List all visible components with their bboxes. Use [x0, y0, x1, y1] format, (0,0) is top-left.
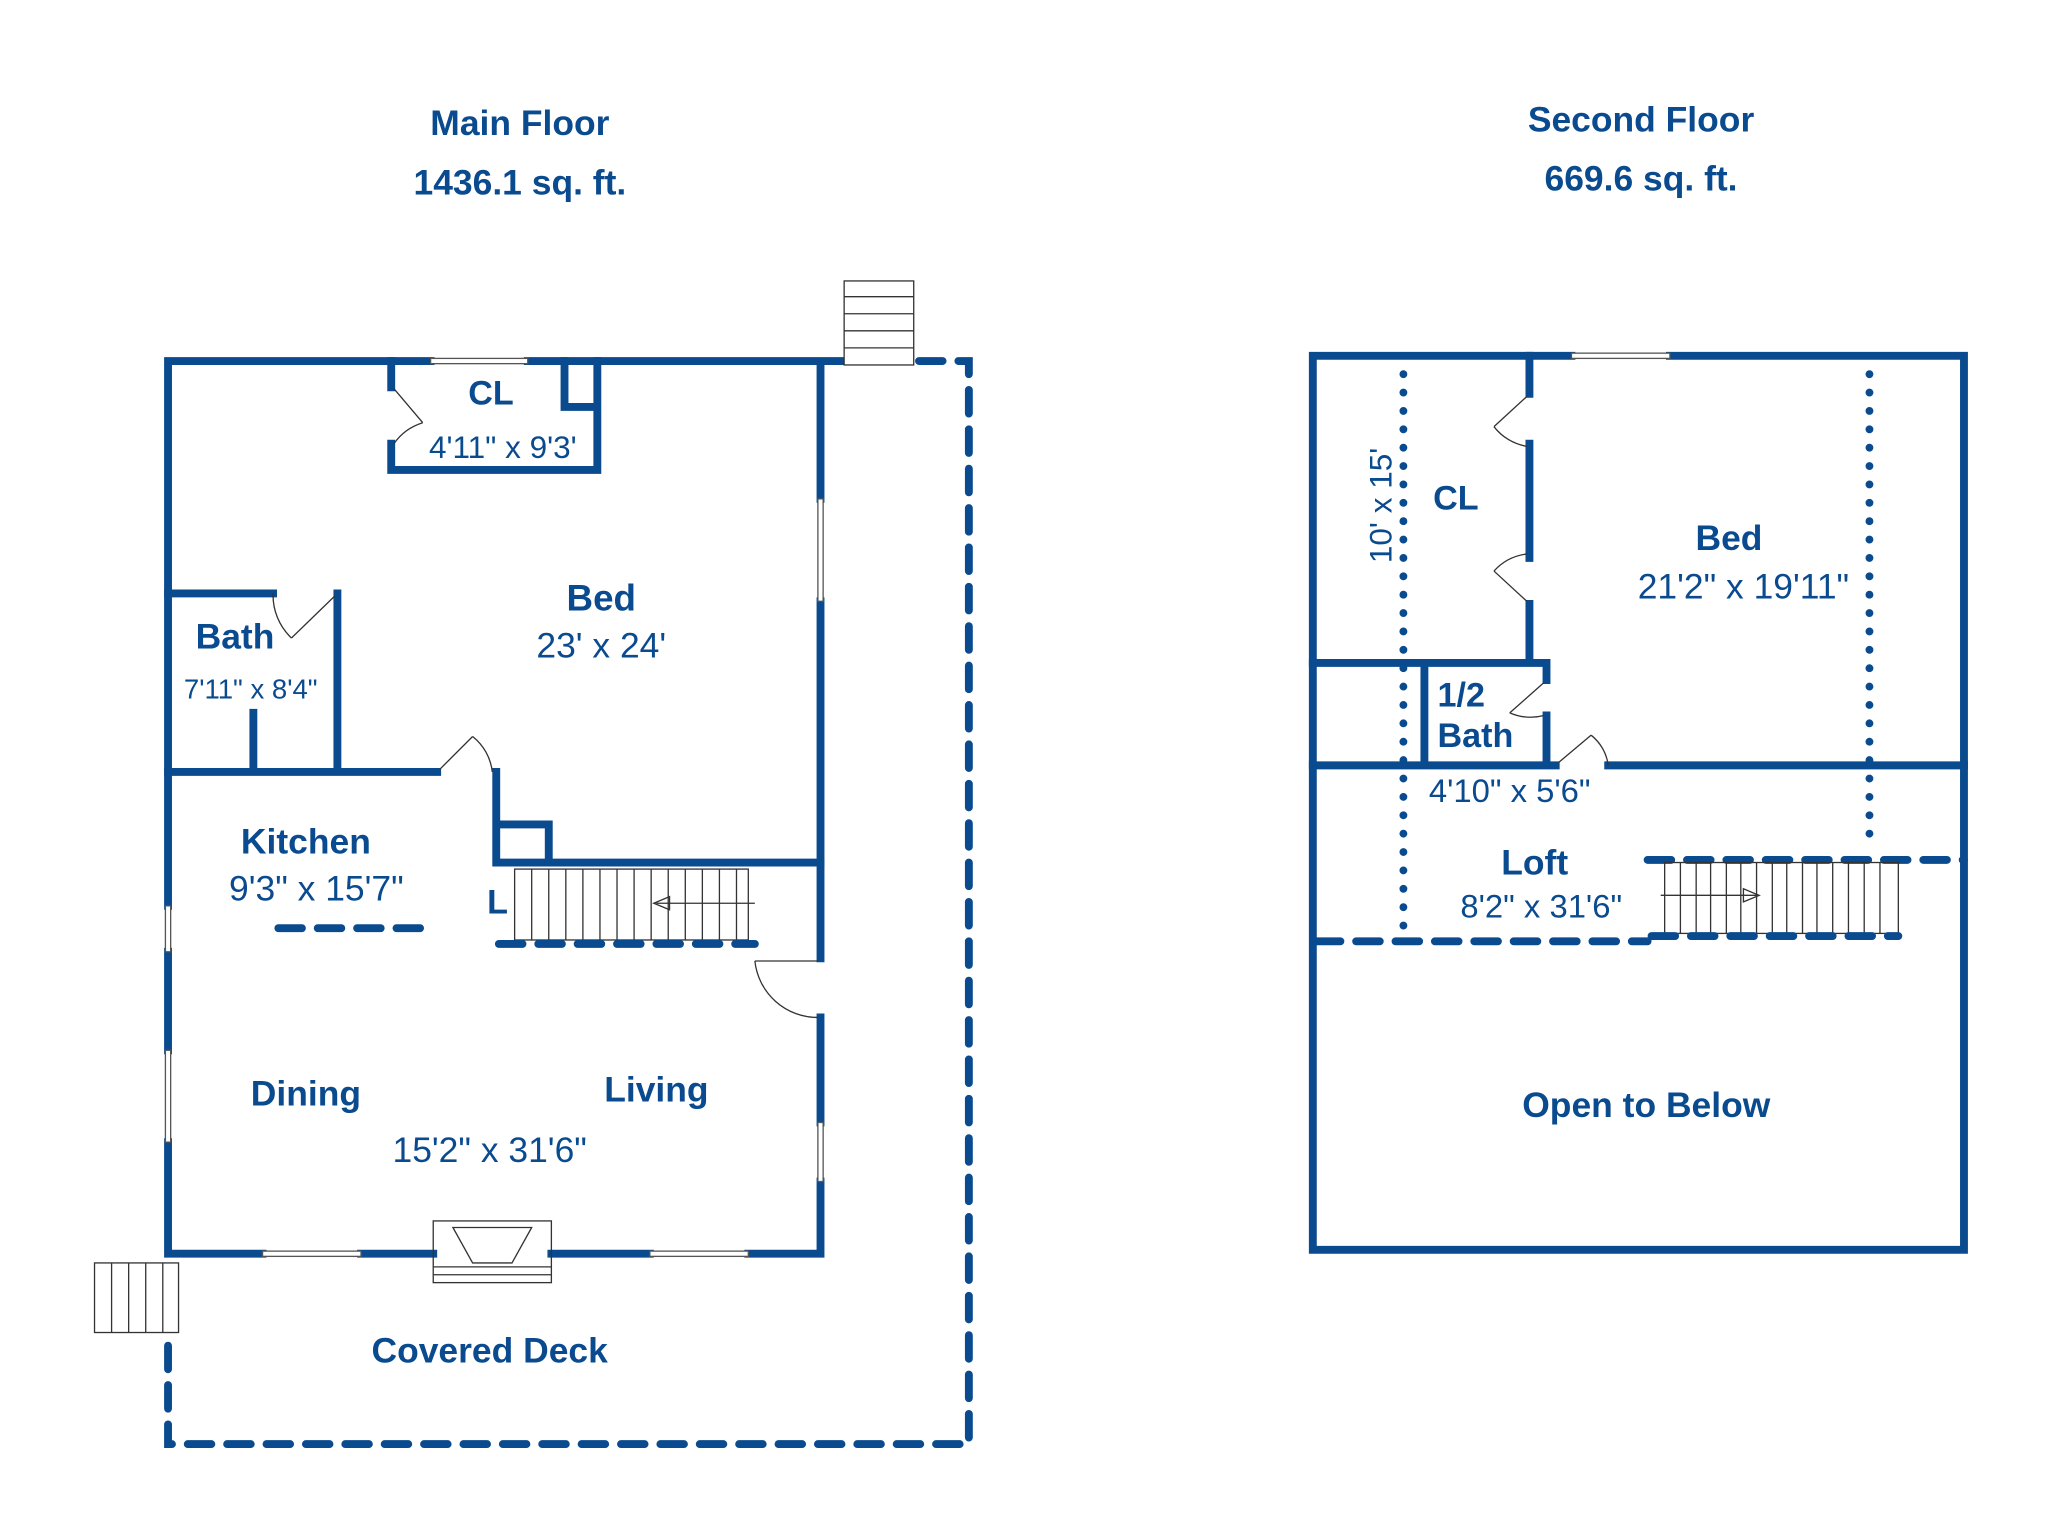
- living-size: 15'2" x 31'6": [393, 1130, 587, 1170]
- open-to-below-label: Open to Below: [1522, 1085, 1770, 1125]
- closet-size: 4'11" x 9'3': [429, 429, 577, 465]
- main-floor-area: 1436.1 sq. ft.: [414, 162, 627, 202]
- fireplace-icon: [432, 1220, 553, 1284]
- half-bath-label-1: 1/2: [1438, 676, 1485, 714]
- closet2-label: CL: [1433, 479, 1479, 517]
- loft-size: 8'2" x 31'6": [1460, 888, 1622, 925]
- dining-label: Dining: [251, 1073, 361, 1113]
- half-bath-label-2: Bath: [1438, 717, 1514, 755]
- deck: [93, 280, 973, 1449]
- bath-label: Bath: [196, 617, 275, 657]
- bed-label: Bed: [567, 577, 636, 618]
- second-floor-title: Second Floor: [1528, 99, 1755, 139]
- second-walls: [1308, 351, 1968, 1254]
- bed2-label: Bed: [1696, 518, 1763, 558]
- half-bath-size: 4'10" x 5'6": [1429, 772, 1591, 809]
- deck-label: Covered Deck: [371, 1331, 608, 1371]
- closet2-size: 10' x 15': [1363, 448, 1399, 563]
- kitchen-label: Kitchen: [241, 821, 371, 861]
- main-floor: Main Floor 1436.1 sq. ft.: [93, 103, 973, 1449]
- bed-size: 23' x 24': [536, 626, 666, 666]
- main-stairs: [494, 868, 759, 948]
- main-floor-title: Main Floor: [430, 103, 609, 143]
- closet-label: CL: [468, 374, 514, 412]
- main-walls: [164, 357, 845, 1258]
- kitchen-size: 9'3" x 15'7": [229, 869, 404, 909]
- second-floor: Second Floor 669.6 sq. ft. 10' x 15' CL …: [1308, 99, 1968, 1254]
- second-floor-area: 669.6 sq. ft.: [1545, 158, 1738, 198]
- bed2-size: 21'2" x 19'11": [1638, 567, 1849, 607]
- landing-label: L: [487, 884, 508, 922]
- living-label: Living: [604, 1069, 708, 1109]
- second-stairs: [1647, 861, 1903, 940]
- loft-label: Loft: [1501, 842, 1568, 882]
- bath-size: 7'11" x 8'4": [184, 673, 318, 704]
